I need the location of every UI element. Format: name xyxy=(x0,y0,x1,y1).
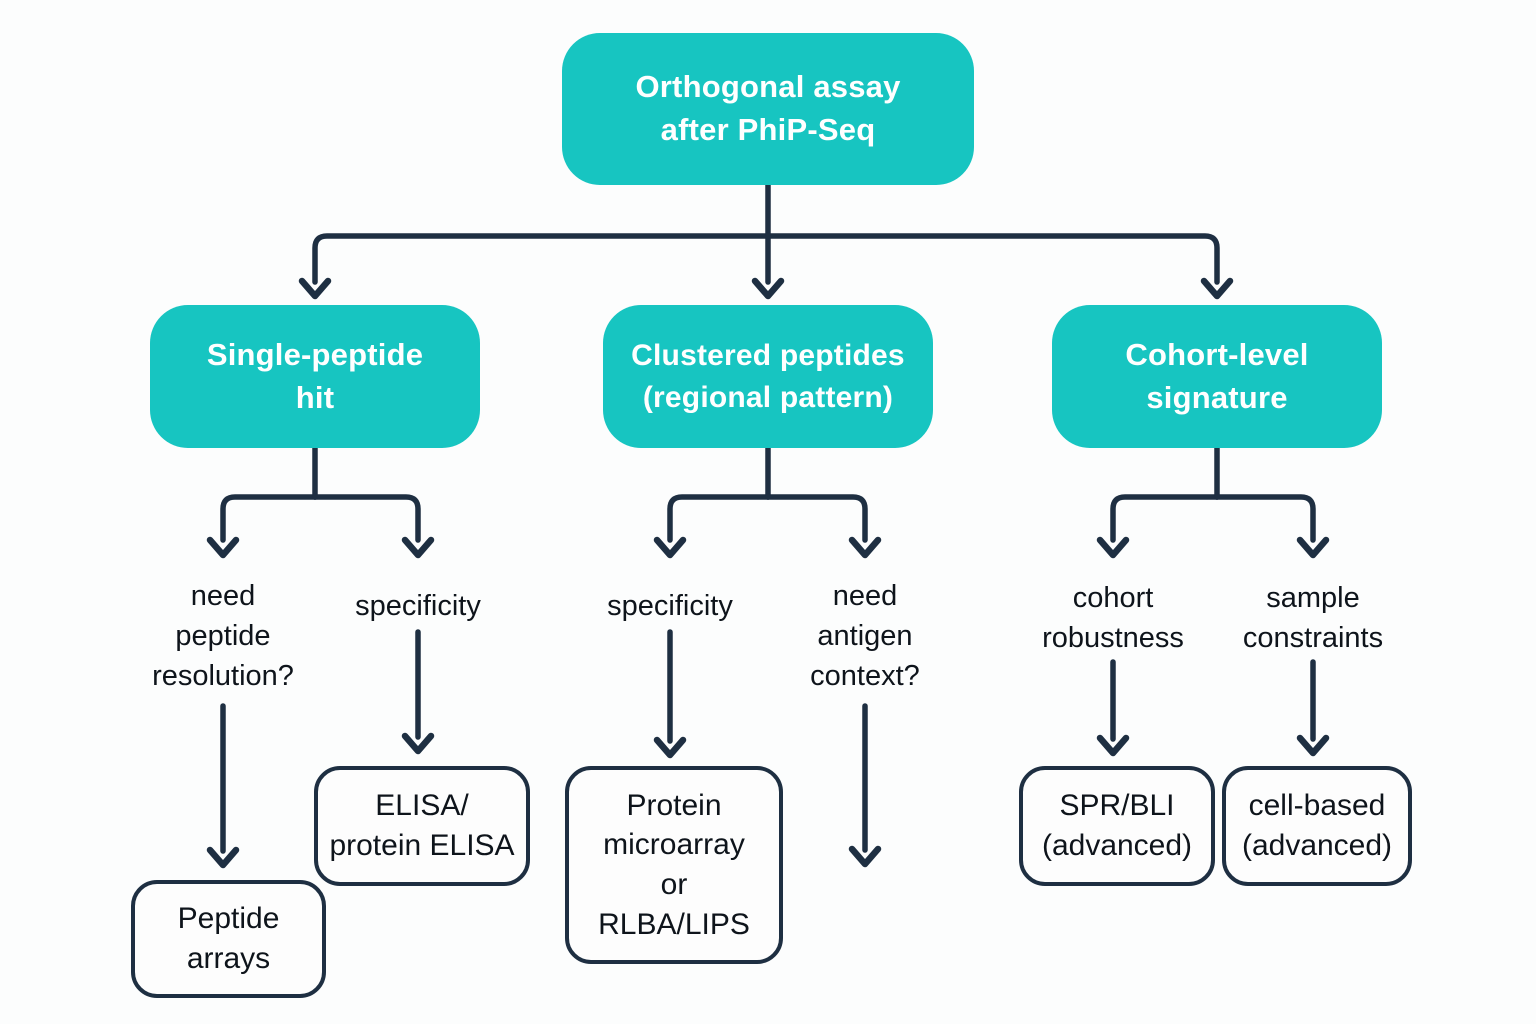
arrowhead-specificity-single xyxy=(401,732,435,755)
arrowhead-cohort-right xyxy=(1296,536,1330,559)
fork-cohort-right xyxy=(1214,494,1316,543)
arrowhead-root-center xyxy=(751,277,785,300)
question-need-antigen-context: need antigen context? xyxy=(810,580,920,693)
arrowhead-root-right xyxy=(1200,277,1234,300)
fork-clustered-left xyxy=(667,494,771,543)
node-single-peptide-hit: Single-peptide hit xyxy=(150,305,480,448)
outcome-elisa: ELISA/ protein ELISA xyxy=(314,766,530,886)
outcome-spr-bli: SPR/BLI (advanced) xyxy=(1019,766,1215,886)
arrowhead-cohort-robustness xyxy=(1096,734,1130,757)
fork-clustered-right xyxy=(765,494,868,543)
arrowhead-single-left xyxy=(206,536,240,559)
outcome-cell-based: cell-based (advanced) xyxy=(1222,766,1412,886)
node-cohort-level-signature: Cohort-level signature xyxy=(1052,305,1382,448)
fork-single-left xyxy=(220,494,318,543)
arrowhead-sample-constraints xyxy=(1296,734,1330,757)
outcome-peptide-arrays: Peptide arrays xyxy=(131,880,326,998)
arrowhead-specificity-clustered xyxy=(653,736,687,759)
arrow-root-to-left xyxy=(312,233,771,285)
question-specificity-single: specificity xyxy=(355,590,481,622)
question-need-peptide-resolution: need peptide resolution? xyxy=(152,580,294,693)
outcome-protein-microarray: Protein microarray or RLBA/LIPS xyxy=(565,766,783,964)
question-cohort-robustness: cohort robustness xyxy=(1042,582,1184,655)
node-root: Orthogonal assay after PhiP-Seq xyxy=(562,33,974,185)
arrowhead-cohort-left xyxy=(1096,536,1130,559)
fork-single-right xyxy=(312,494,421,543)
arrowhead-clustered-left xyxy=(653,536,687,559)
arrowhead-peptide-resolution xyxy=(206,846,240,869)
node-clustered-peptides: Clustered peptides (regional pattern) xyxy=(603,305,933,448)
arrowhead-clustered-right xyxy=(848,536,882,559)
arrowhead-root-left xyxy=(298,277,332,300)
question-specificity-clustered: specificity xyxy=(607,590,733,622)
fork-cohort-left xyxy=(1110,494,1220,543)
arrowhead-antigen-context xyxy=(848,845,882,868)
question-sample-constraints: sample constraints xyxy=(1242,582,1384,655)
arrowhead-single-right xyxy=(401,536,435,559)
arrow-root-to-right xyxy=(765,233,1220,285)
